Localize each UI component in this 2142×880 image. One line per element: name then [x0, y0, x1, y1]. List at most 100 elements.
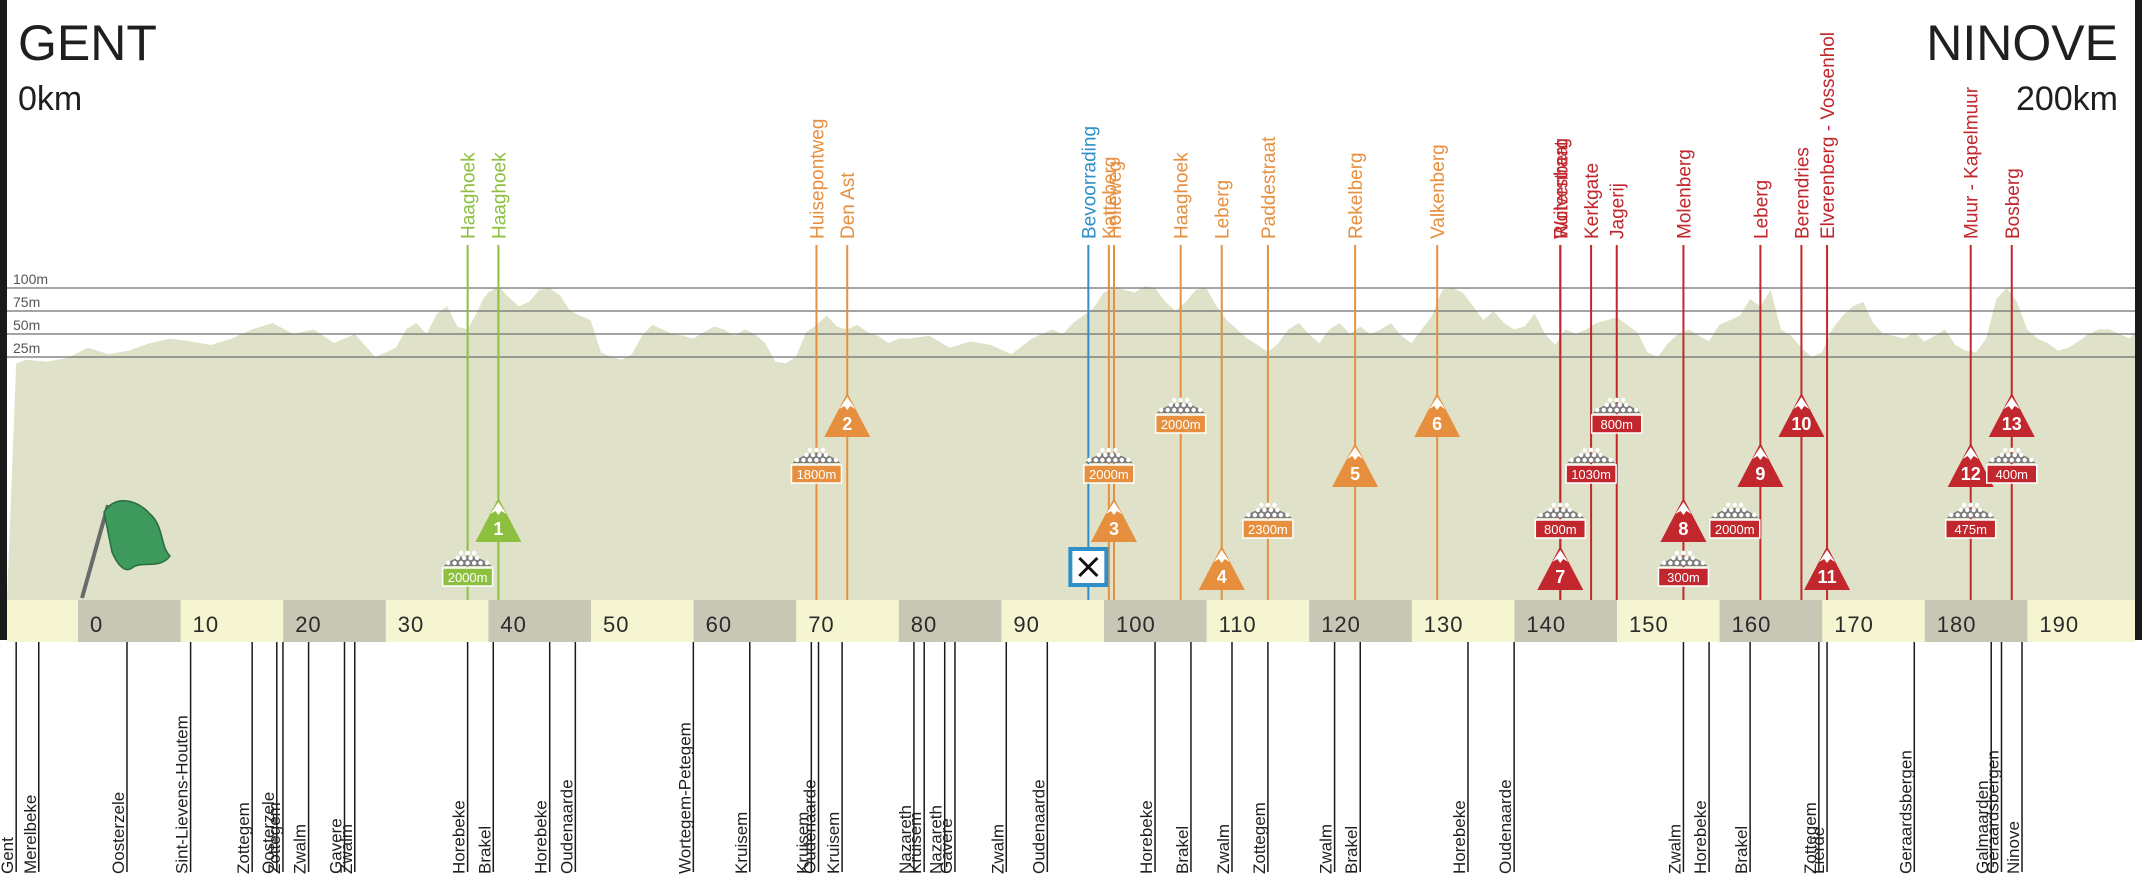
town-name: Brakel [1732, 826, 1751, 874]
cobble-length: 2000m [1715, 522, 1755, 537]
climb-name-label: Berendries [1792, 147, 1813, 239]
cobble-stone [1684, 555, 1689, 561]
cobble-length: 2300m [1248, 522, 1288, 537]
climb-number: 3 [1109, 519, 1119, 539]
town-name: Nazareth [927, 805, 946, 874]
cobble-stone [1588, 447, 1594, 453]
climb-marker: 5 [1332, 443, 1379, 487]
cobble-stone [1694, 560, 1699, 566]
elevation-profile-layer [7, 286, 2135, 600]
town-name: Brakel [475, 826, 494, 874]
climb-name-label: Elverenberg - Vossenhol [1818, 32, 1839, 239]
climb-marker: 4 [1198, 546, 1245, 590]
town-name: Zwalm [291, 824, 310, 874]
axis-tick-label: 10 [193, 612, 219, 637]
cobble-stone [1739, 512, 1744, 518]
climb-number: 6 [1432, 414, 1442, 434]
town-name: Oosterzele [109, 792, 128, 874]
climb-name-label: Muur - Kapelmuur [1962, 86, 1983, 239]
axis-tick-label: 160 [1732, 612, 1772, 637]
town-name: Horebeke [532, 800, 551, 874]
cobble-stone [1252, 512, 1258, 518]
climb-triangle-icon [1091, 498, 1137, 542]
cobble-stone [1262, 507, 1267, 513]
cobble-length-badge [1944, 519, 1997, 539]
town-name: Zwalm [337, 824, 356, 874]
cobble-stone [1278, 512, 1284, 518]
axis-tick-label: 0 [90, 612, 103, 637]
mountain-peak-icon [1213, 550, 1230, 563]
climb-number: 5 [1350, 464, 1360, 484]
climb-triangle-icon [1537, 546, 1584, 590]
cobble-length-badge [1657, 567, 1710, 587]
climb-number: 12 [1961, 464, 1981, 484]
cobble-stone [1106, 457, 1112, 463]
mountain-peak-icon [1429, 397, 1446, 410]
cobble-length-badge [1708, 519, 1761, 539]
start-city: GENT [18, 15, 157, 71]
cobble-stone [1968, 502, 1973, 508]
climb-triangle-icon [1332, 443, 1379, 487]
mountain-peak-icon [839, 397, 856, 410]
cobble-marker: 1030m [1565, 447, 1617, 484]
climb-name-label: Ruiterstraat [1551, 140, 1572, 239]
town-name: Horebeke [450, 800, 469, 874]
cobble-stone [1582, 457, 1587, 463]
cobble-stone [823, 452, 829, 458]
finish-distance: 200km [2016, 80, 2118, 118]
cobble-stone [452, 560, 457, 566]
cobble-stone [807, 447, 813, 453]
start-distance: 0km [18, 80, 82, 118]
climb-name-label: Haaghoek [1172, 152, 1193, 239]
cobble-stone [1265, 512, 1271, 518]
climb-marker: 7 [1537, 546, 1584, 590]
climb-triangle-icon [1947, 443, 1994, 487]
town-name: Zottegem [1801, 802, 1820, 874]
cobble-stone [814, 457, 819, 463]
cobble-stone [2022, 457, 2027, 463]
cobble-stone [474, 555, 480, 561]
cobble-stone [1184, 397, 1190, 403]
climb-name-label: Holleweg [1105, 161, 1126, 239]
axis-tick-label: 180 [1937, 612, 1977, 637]
town-name: Galmaarden [1973, 780, 1992, 874]
climb-triangle-icon [475, 498, 522, 542]
cobble-stone [1604, 402, 1609, 408]
cobble-stone [1116, 452, 1121, 458]
town-name: Geraardsbergen [1896, 750, 1915, 874]
cobble-stone [1722, 507, 1727, 513]
cobble-stone [1548, 507, 1553, 513]
cobble-stone [1569, 457, 1574, 463]
cobble-marker: 2000m [441, 550, 494, 587]
climb-name-label: Paddestraat [1259, 136, 1280, 239]
cobble-stone [1109, 452, 1115, 458]
climb-number: 4 [1217, 567, 1227, 587]
climb-name-label: Haaghoek [489, 152, 510, 239]
climb-name-label: Bevoorrading [1079, 126, 1100, 239]
climb-number: 8 [1678, 519, 1688, 539]
axis-tick-label: 80 [911, 612, 937, 637]
altitude-label: 75m [13, 294, 40, 310]
cobble-stone [1958, 507, 1963, 513]
cobble-stone [1265, 502, 1271, 508]
cobble-stone [458, 550, 464, 556]
town-name: Zottegem [1250, 802, 1269, 874]
cobble-stone [1564, 512, 1570, 518]
axis-block [898, 600, 1002, 642]
cobble-length-badge [1083, 464, 1135, 484]
cobble-marker: 400m [1986, 447, 2038, 484]
cobble-stone [1611, 402, 1616, 408]
cobble-stone [465, 550, 470, 556]
cobble-stone [1577, 512, 1583, 518]
cobble-stone [1752, 512, 1757, 518]
town-name: Oudenaarde [801, 779, 820, 874]
cobble-stone [1661, 560, 1667, 566]
climb-triangle-icon [1804, 546, 1851, 590]
town-name: Gavere [937, 818, 956, 874]
mountain-peak-icon [490, 502, 507, 515]
town-name: Oudenaarde [1029, 779, 1048, 874]
cobble-stone [1538, 512, 1544, 518]
climb-name-label: Rekelberg [1346, 152, 1367, 239]
